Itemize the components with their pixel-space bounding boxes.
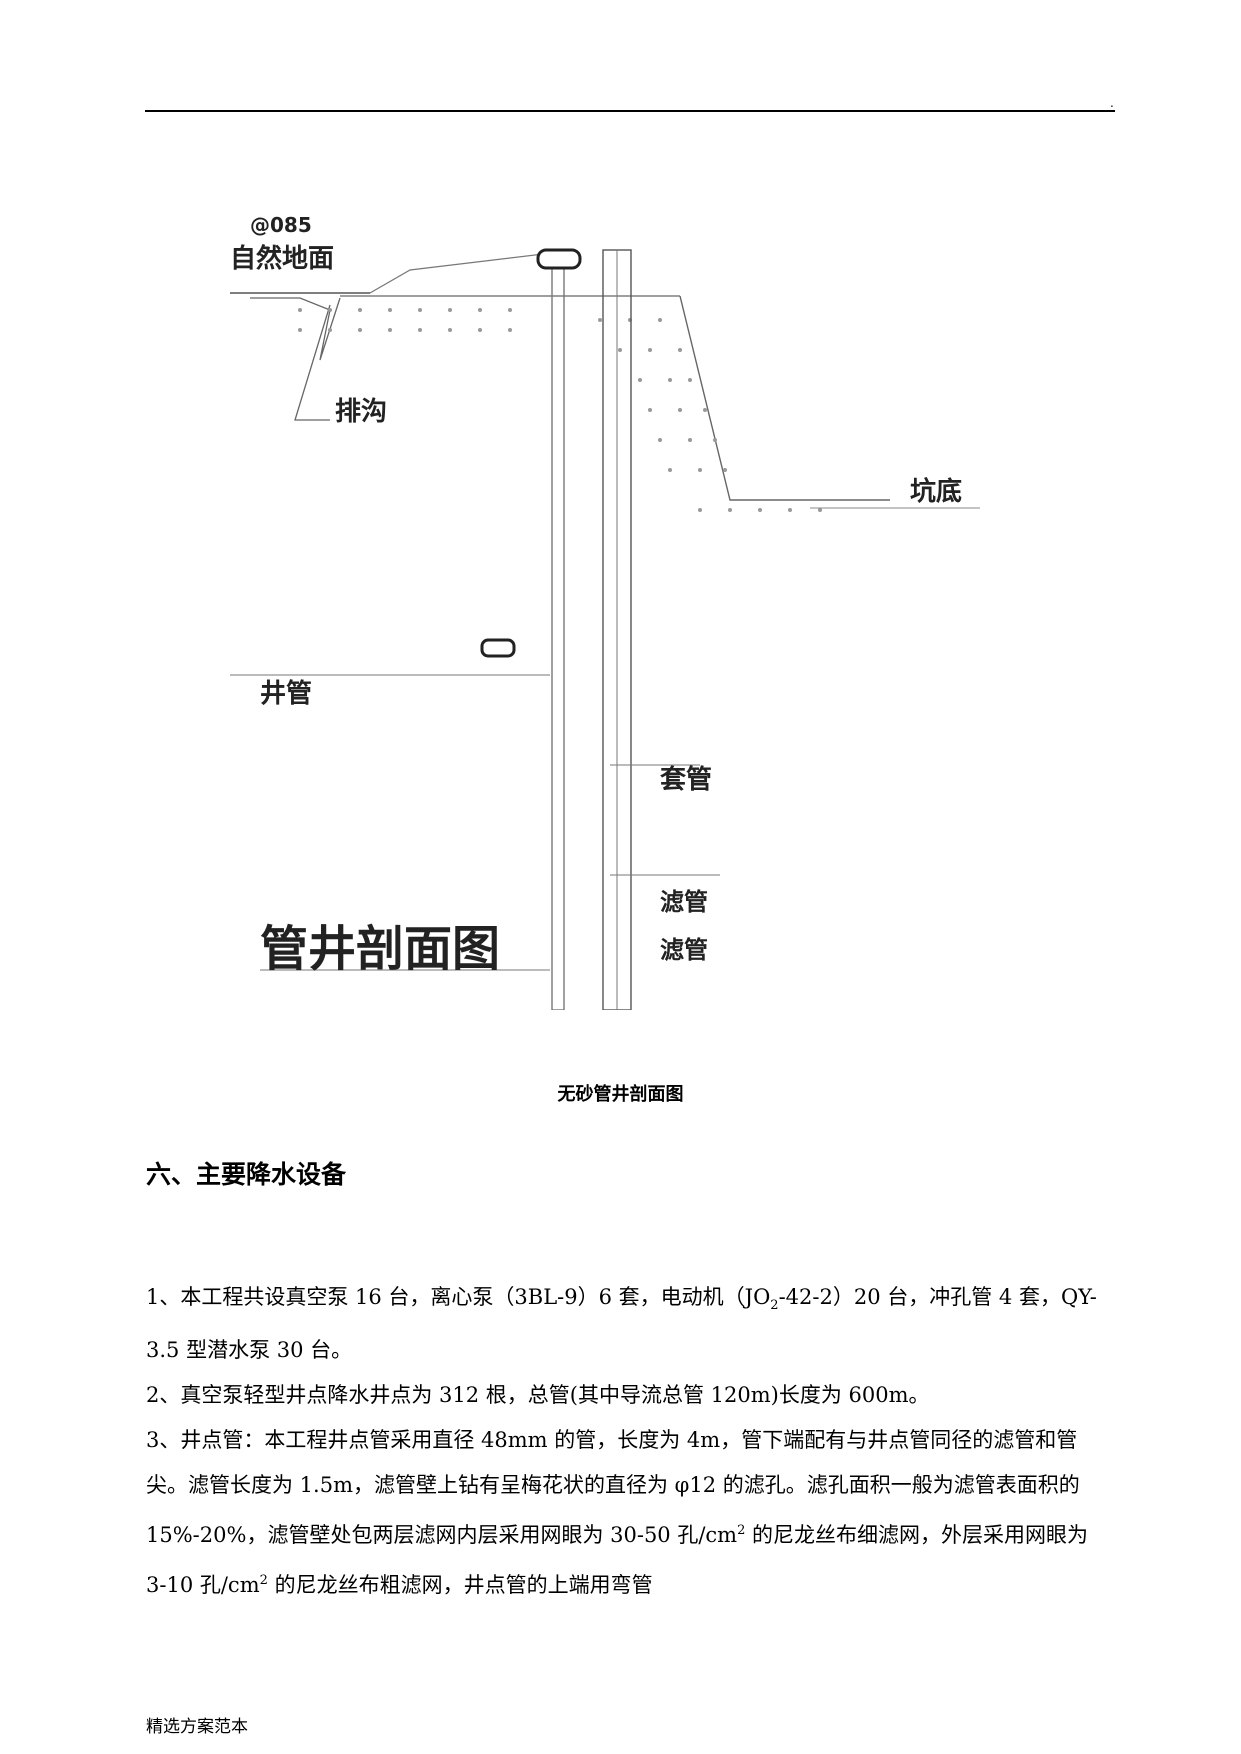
paragraph-2: 2、真空泵轻型井点降水井点为 312 根，总管(其中导流总管 120m)长度为 … bbox=[146, 1383, 930, 1408]
label-outer-pipe: 套管 bbox=[660, 765, 712, 795]
paragraph-1-part-b: -42-2）20 台，冲孔管 4 套，QY-3.5 型潜水泵 30 台。 bbox=[146, 1285, 1097, 1363]
paragraph-1-subscript: 2 bbox=[770, 1298, 779, 1314]
label-middle-left: 井管 bbox=[260, 679, 312, 709]
section-title: 六、主要降水设备 bbox=[146, 1160, 347, 1189]
pump-head-icon bbox=[536, 248, 582, 270]
label-ditch: 排沟 bbox=[335, 397, 387, 427]
label-top-tag: @085 bbox=[250, 213, 312, 237]
ground-slope-top bbox=[369, 251, 561, 294]
label-top-left: 自然地面 bbox=[230, 243, 334, 274]
header-rule bbox=[145, 110, 1115, 112]
figure-caption: 无砂管井剖面图 bbox=[557, 1084, 684, 1105]
pit-slope bbox=[679, 295, 890, 501]
paragraph-3-superscript-1: 2 bbox=[737, 1523, 746, 1539]
well-section-diagram: @085 自然地面 排沟 坑底 井管 套管 滤管 管井剖面图 滤管 bbox=[230, 213, 980, 1010]
label-pit-bottom: 坑底 bbox=[910, 476, 962, 507]
ditch-outline bbox=[250, 297, 341, 361]
paragraph-1: 1、本工程共设真空泵 16 台，离心泵（3BL-9）6 套，电动机（JO2-42… bbox=[146, 1275, 1114, 1373]
body-text: 1、本工程共设真空泵 16 台，离心泵（3BL-9）6 套，电动机（JO2-42… bbox=[146, 1275, 1114, 1608]
ditch-slope bbox=[294, 304, 331, 421]
paragraph-3-superscript-2: 2 bbox=[259, 1573, 268, 1589]
paragraph-3-part-b: 的尼龙丝布细滤网，外层采用网眼为 3-10 孔/cm bbox=[146, 1523, 1089, 1598]
well-section-figure: @085 自然地面 排沟 坑底 井管 套管 滤管 管井剖面图 滤管 bbox=[220, 210, 1100, 1010]
paragraph-3-part-a: 3、井点管：本工程井点管采用直径 48mm 的管，长度为 4m，管下端配有与井点… bbox=[146, 1428, 1080, 1548]
paragraph-3-part-c: 的尼龙丝布粗滤网，井点管的上端用弯管 bbox=[267, 1573, 653, 1598]
soil-marks bbox=[298, 308, 822, 512]
label-filter-2: 滤管 bbox=[660, 936, 708, 964]
paragraph-3: 3、井点管：本工程井点管采用直径 48mm 的管，长度为 4m，管下端配有与井点… bbox=[146, 1418, 1114, 1608]
header-mark: . bbox=[1110, 96, 1114, 110]
paragraph-1-part-a: 1、本工程共设真空泵 16 台，离心泵（3BL-9）6 套，电动机（JO bbox=[146, 1285, 771, 1309]
page-footer: 精选方案范本 bbox=[146, 1717, 248, 1737]
well-pipe-inner bbox=[551, 259, 565, 1010]
label-bottom-big: 管井剖面图 bbox=[260, 921, 500, 977]
label-filter-1: 滤管 bbox=[660, 888, 708, 916]
pump-mark-icon bbox=[480, 638, 516, 658]
